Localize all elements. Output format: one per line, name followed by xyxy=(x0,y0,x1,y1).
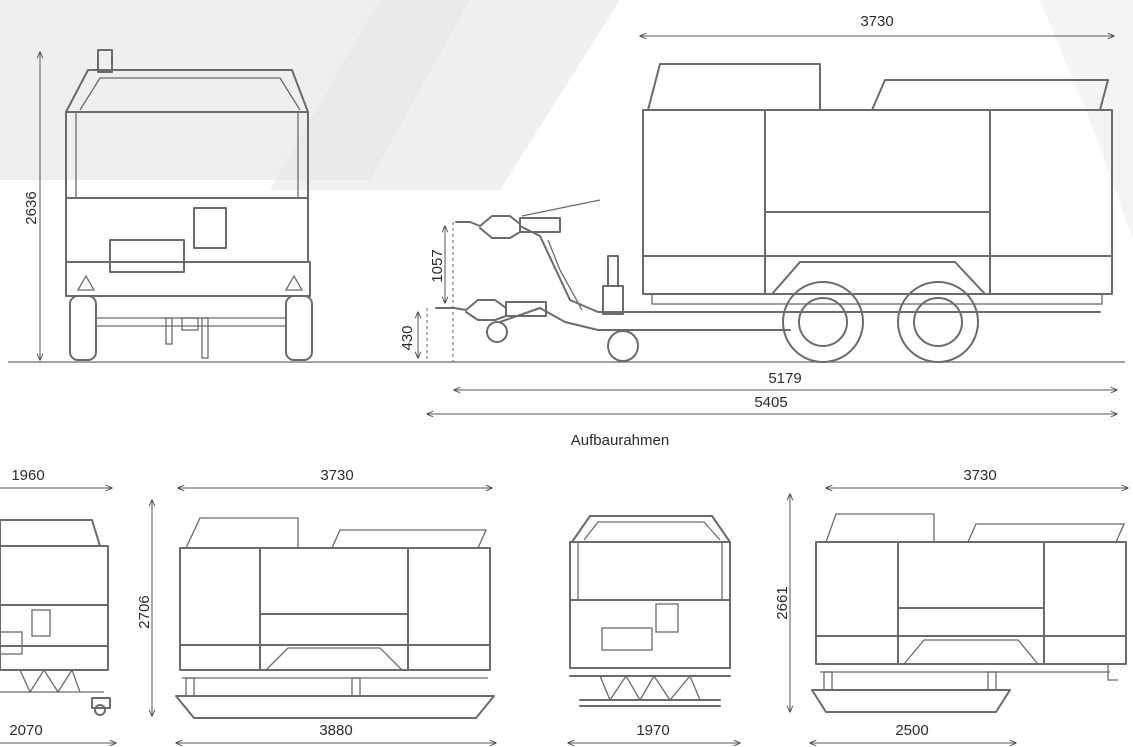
dim-b2-length-top: 3730 xyxy=(320,467,353,484)
bottom-front-view-3 xyxy=(569,515,731,707)
dim-b2-length-bottom: 3880 xyxy=(319,722,352,739)
background-decoration xyxy=(0,0,1133,240)
dim-b4-length-bottom: 2500 xyxy=(895,722,928,739)
dim-5179: 5179 xyxy=(768,370,801,387)
bottom-side-view-4 xyxy=(811,513,1127,713)
dim-b4-height: 2661 xyxy=(774,586,791,619)
dim-5405: 5405 xyxy=(754,394,787,411)
dim-hitch-upper: 1057 xyxy=(429,249,446,282)
section-label: Aufbaurahmen xyxy=(571,432,669,449)
dim-top-length: 3730 xyxy=(860,13,893,30)
dim-front-height: 2636 xyxy=(23,191,40,224)
dim-b3-width-bottom: 1970 xyxy=(636,722,669,739)
dim-b1-width-bottom: 2070 xyxy=(9,722,42,739)
bottom-side-view-2 xyxy=(175,517,495,719)
bottom-front-view-1 xyxy=(0,519,111,716)
front-view-vehicle xyxy=(65,49,313,361)
dim-b2-height: 2706 xyxy=(136,595,153,628)
dim-hitch-lower: 430 xyxy=(399,325,416,350)
dim-b4-length-top: 3730 xyxy=(963,467,996,484)
side-view-vehicle xyxy=(435,63,1113,363)
dim-b1-width-top: 1960 xyxy=(11,467,44,484)
